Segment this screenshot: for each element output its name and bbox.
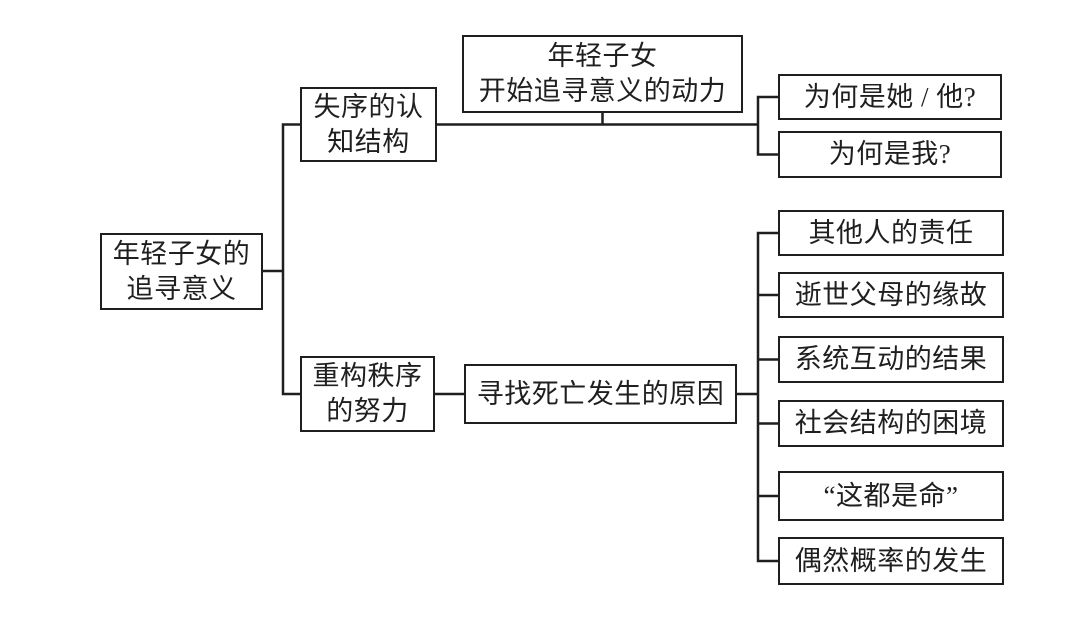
node-cause-random-probability: 偶然概率的发生 [778, 537, 1004, 585]
node-root: 年轻子女的 追寻意义 [100, 233, 263, 310]
node-cause-social-structure: 社会结构的困境 [778, 400, 1004, 447]
node-cause-fate: “这都是命” [778, 471, 1004, 521]
node-cause-deceased-parents: 逝世父母的缘故 [778, 272, 1004, 318]
node-why-me: 为何是我? [778, 131, 1002, 178]
node-cause-others-responsibility: 其他人的责任 [778, 210, 1004, 256]
node-rebuild-order: 重构秩序 的努力 [300, 356, 435, 432]
node-find-death-cause: 寻找死亡发生的原因 [464, 364, 737, 424]
node-why-her-him: 为何是她 / 他? [778, 74, 1002, 120]
node-disordered-cognition: 失序的认 知结构 [300, 87, 437, 162]
node-cause-system-interaction: 系统互动的结果 [778, 336, 1004, 383]
connector-path [261, 95, 780, 563]
node-seeking-motivation: 年轻子女 开始追寻意义的动力 [462, 35, 743, 113]
